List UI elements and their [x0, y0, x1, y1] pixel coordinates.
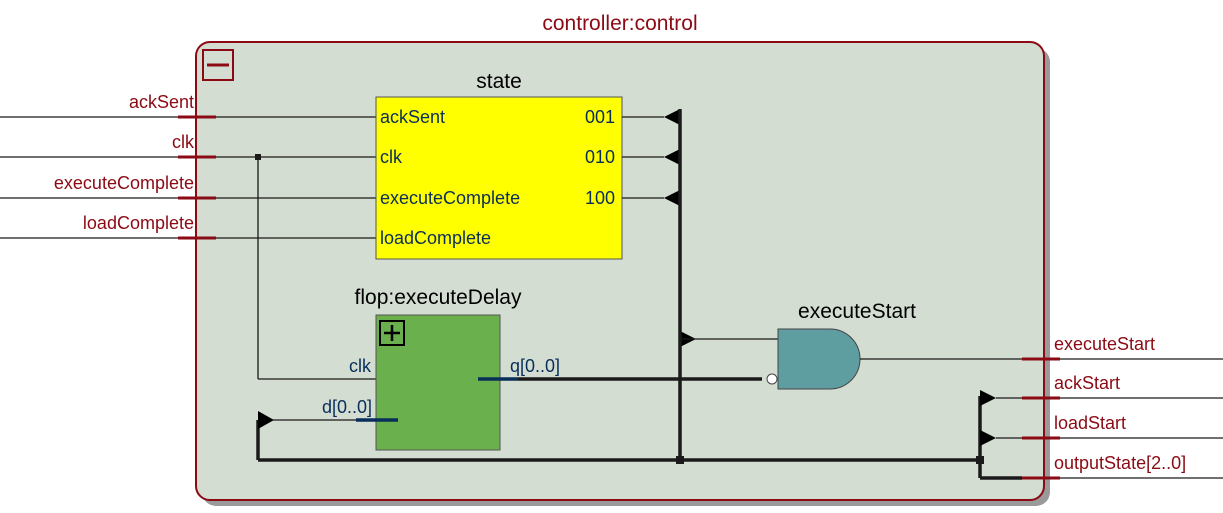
state-input-label: executeComplete — [380, 188, 520, 208]
module-title: controller:control — [542, 12, 697, 35]
inverter-bubble — [766, 373, 778, 385]
state-output-label: 001 — [585, 107, 615, 127]
junction-dot — [255, 154, 261, 160]
state-block-title: state — [476, 70, 522, 93]
output-port-label[interactable]: outputState[2..0] — [1054, 453, 1186, 473]
state-output-label: 010 — [585, 147, 615, 167]
state-input-label: loadComplete — [380, 228, 491, 248]
output-state-bus — [256, 109, 1022, 480]
input-port-label[interactable]: loadComplete — [83, 213, 194, 233]
and-gate-icon[interactable] — [777, 328, 861, 390]
output-port-label[interactable]: executeStart — [1054, 334, 1155, 354]
bus-ripper-markers — [980, 390, 996, 446]
state-block[interactable] — [375, 96, 623, 260]
input-port-label[interactable]: ackSent — [129, 92, 194, 112]
input-port-label[interactable]: clk — [172, 132, 195, 152]
plus-icon — [384, 325, 400, 341]
state-output-label: 100 — [585, 188, 615, 208]
expand-button[interactable] — [379, 320, 405, 346]
flop-block[interactable] — [375, 314, 501, 451]
state-input-label: ackSent — [380, 107, 445, 127]
output-port-stubs — [1022, 357, 1060, 480]
state-output-wires — [622, 116, 664, 199]
input-port-stubs — [178, 115, 216, 240]
input-port-label[interactable]: executeComplete — [54, 173, 194, 193]
gate-title: executeStart — [798, 300, 916, 323]
flop-input-label: clk — [349, 356, 372, 376]
flop-input-label: d[0..0] — [322, 397, 372, 417]
clk-branch-wire — [257, 157, 398, 380]
state-input-label: clk — [380, 147, 403, 167]
junction-dot — [976, 456, 984, 464]
flop-block-title: flop:executeDelay — [355, 286, 522, 309]
collapse-button[interactable] — [202, 49, 234, 81]
output-port-label[interactable]: ackStart — [1054, 373, 1120, 393]
junction-dot — [676, 456, 684, 464]
bus-ripper-marker — [258, 411, 274, 429]
output-port-label[interactable]: loadStart — [1054, 413, 1126, 433]
flop-output-label: q[0..0] — [510, 356, 560, 376]
